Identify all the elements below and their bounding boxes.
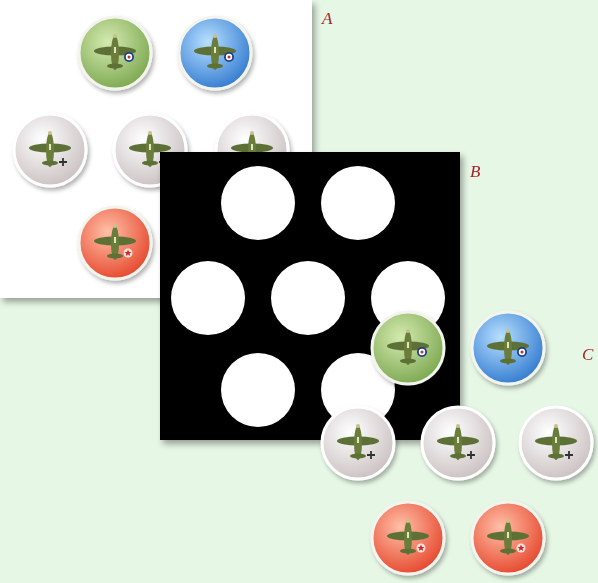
green-counter	[79, 17, 151, 89]
red-counter	[372, 502, 444, 574]
layer-letter: C	[582, 346, 593, 363]
mask-hole	[171, 261, 245, 335]
mask-hole	[321, 166, 395, 240]
mask-board	[160, 152, 460, 440]
mask-holes	[171, 166, 445, 427]
blue-counter	[179, 17, 251, 89]
red-counter	[472, 502, 544, 574]
layer-letter: A	[322, 10, 332, 27]
red-counter	[79, 207, 151, 279]
mask-hole	[221, 166, 295, 240]
green-counter	[372, 312, 444, 384]
grey-counter	[520, 407, 592, 479]
layer-letter: B	[470, 163, 480, 180]
grey-counter	[422, 407, 494, 479]
grey-counter	[322, 407, 394, 479]
mask-sheet	[160, 152, 460, 440]
grey-counter	[14, 114, 86, 186]
mask-hole	[271, 261, 345, 335]
blue-counter	[472, 312, 544, 384]
mask-hole	[221, 353, 295, 427]
